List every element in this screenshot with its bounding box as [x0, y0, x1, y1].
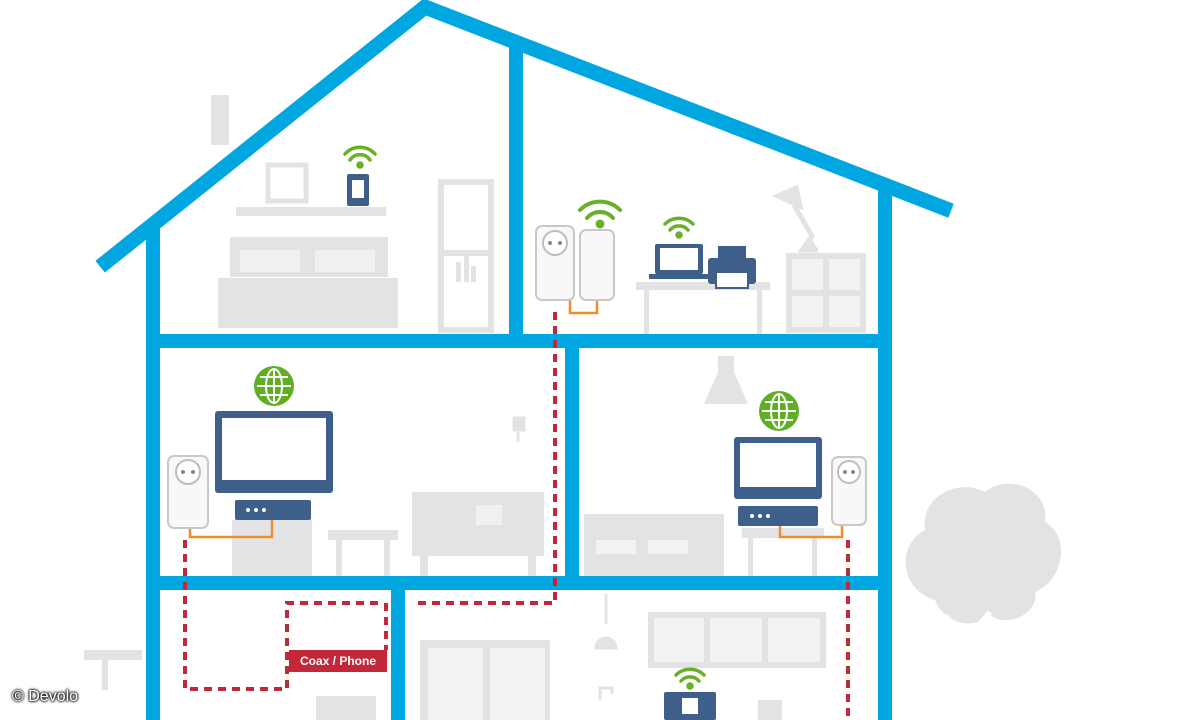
- outlet-pin: [191, 470, 195, 474]
- lan-cables: [188, 300, 844, 539]
- box-led: [758, 514, 762, 518]
- box-led: [254, 508, 258, 512]
- tv-screen: [222, 418, 326, 480]
- box-led: [766, 514, 770, 518]
- router-panel: [682, 698, 698, 714]
- side-table-leg: [384, 540, 390, 576]
- drawer: [829, 259, 860, 290]
- desk-leg: [644, 290, 649, 334]
- globe-icon: [254, 366, 294, 406]
- printer-top: [718, 246, 746, 260]
- side-table: [328, 530, 398, 540]
- wall-outlet-symbol: [512, 416, 526, 442]
- laptop-base: [649, 274, 709, 279]
- powerline-wiring: [183, 312, 850, 720]
- desk-top: [636, 282, 770, 290]
- sofa-seat: [412, 520, 544, 556]
- box-led: [246, 508, 250, 512]
- devices: [167, 174, 867, 720]
- chimney: [211, 95, 229, 145]
- tv-stand: [742, 528, 824, 538]
- sideboard-drawer: [596, 540, 636, 554]
- sideboard-drawer: [648, 540, 688, 554]
- tree-icon: [905, 483, 1062, 624]
- lan-cable: [188, 518, 274, 539]
- wall-shelf: [236, 207, 386, 216]
- wifi-icon: [663, 216, 695, 239]
- faucet: [598, 686, 614, 700]
- coax-phone-label: Coax / Phone: [289, 650, 387, 672]
- tree-trunk: [943, 610, 1002, 720]
- wifi-icon: [343, 145, 377, 169]
- wall-shelf-outside: [84, 650, 142, 660]
- tv-stand-leg: [748, 538, 753, 576]
- cooking-pot: [758, 700, 782, 720]
- book: [471, 266, 476, 282]
- roof: [95, 0, 954, 273]
- desk-leg: [757, 290, 762, 334]
- furniture-layer: [84, 95, 1062, 720]
- house-frame: [95, 0, 954, 720]
- outlet-pin: [548, 241, 552, 245]
- shelf-support: [102, 660, 108, 690]
- outlet-pin: [558, 241, 562, 245]
- desk-lamp: [771, 184, 818, 253]
- bed-pillow: [315, 250, 375, 272]
- picture-frame: [265, 162, 309, 204]
- drawer: [829, 296, 860, 327]
- image-credit: © Devolo: [12, 688, 79, 705]
- bathroom-cabinet-door: [428, 648, 483, 720]
- drawer: [792, 259, 823, 290]
- speaker-face: [352, 180, 364, 198]
- sofa-leg: [420, 556, 428, 576]
- kitchen-cabinet-door: [768, 618, 820, 662]
- set-top-box[interactable]: [738, 506, 818, 526]
- sofa-leg: [528, 556, 536, 576]
- ceiling-lamp: [704, 356, 748, 404]
- wifi-icons: [343, 145, 706, 690]
- bed-body: [218, 278, 398, 328]
- power-outlet-icon: [175, 459, 201, 485]
- book: [456, 262, 461, 282]
- book: [464, 256, 469, 282]
- pendant-lamp: [594, 594, 618, 650]
- tv-screen: [740, 443, 816, 487]
- powerline-path: [183, 540, 382, 691]
- bed-pillow: [240, 250, 300, 272]
- side-table-leg: [336, 540, 342, 576]
- power-outlet-icon: [542, 230, 568, 256]
- sofa-cushion: [476, 505, 502, 525]
- laptop-screen: [660, 248, 698, 270]
- box-led: [750, 514, 754, 518]
- drawer: [792, 296, 823, 327]
- tv-stand-leg: [812, 538, 817, 576]
- bookshelf-shelf: [441, 250, 491, 256]
- outlet-pin: [851, 470, 855, 474]
- cabinet-small: [316, 696, 376, 720]
- wifi-icon: [674, 667, 706, 690]
- set-top-box[interactable]: [235, 500, 311, 520]
- box-led: [262, 508, 266, 512]
- powerline-adapter-wifi[interactable]: [579, 229, 615, 301]
- wifi-icon: [578, 199, 622, 229]
- globe-icon: [759, 391, 799, 431]
- lan-cable: [778, 526, 844, 539]
- kitchen-cabinet-door: [654, 618, 704, 662]
- kitchen-cabinet-door: [710, 618, 762, 662]
- lan-cable: [568, 300, 599, 315]
- printer-paper: [715, 271, 749, 289]
- outlet-pin: [843, 470, 847, 474]
- outlet-pin: [181, 470, 185, 474]
- power-outlet-icon: [837, 460, 861, 484]
- bathroom-cabinet-door: [490, 648, 545, 720]
